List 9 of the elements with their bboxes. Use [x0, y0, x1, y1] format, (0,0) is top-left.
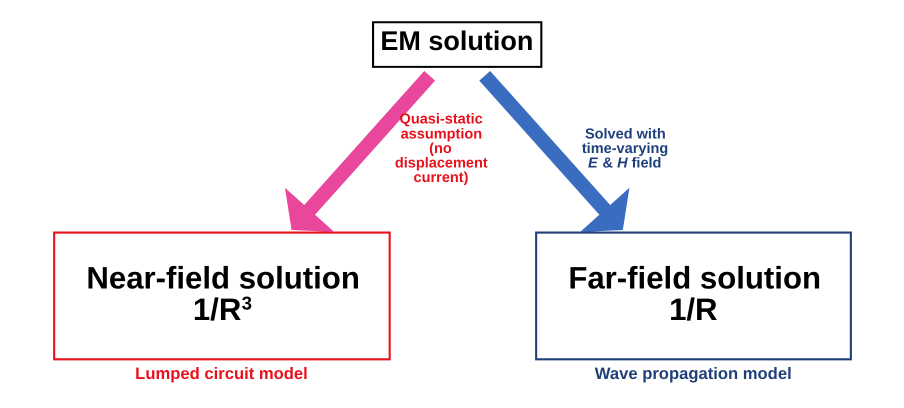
arrow — [284, 70, 436, 232]
node-label: Wave propagation model — [594, 364, 792, 383]
node-box: Near-field solution 1/R$^{3}$ — [53, 232, 391, 360]
edge-label: Solved with time-varying E & H field — [582, 126, 668, 172]
node-box: EM solution — [372, 21, 542, 68]
arrow — [479, 70, 630, 232]
node-box: Far-field solution 1/R — [535, 232, 852, 360]
node-label: Lumped circuit model — [135, 364, 308, 383]
edge-label: Quasi-static assumption (no displacement current) — [394, 112, 488, 186]
